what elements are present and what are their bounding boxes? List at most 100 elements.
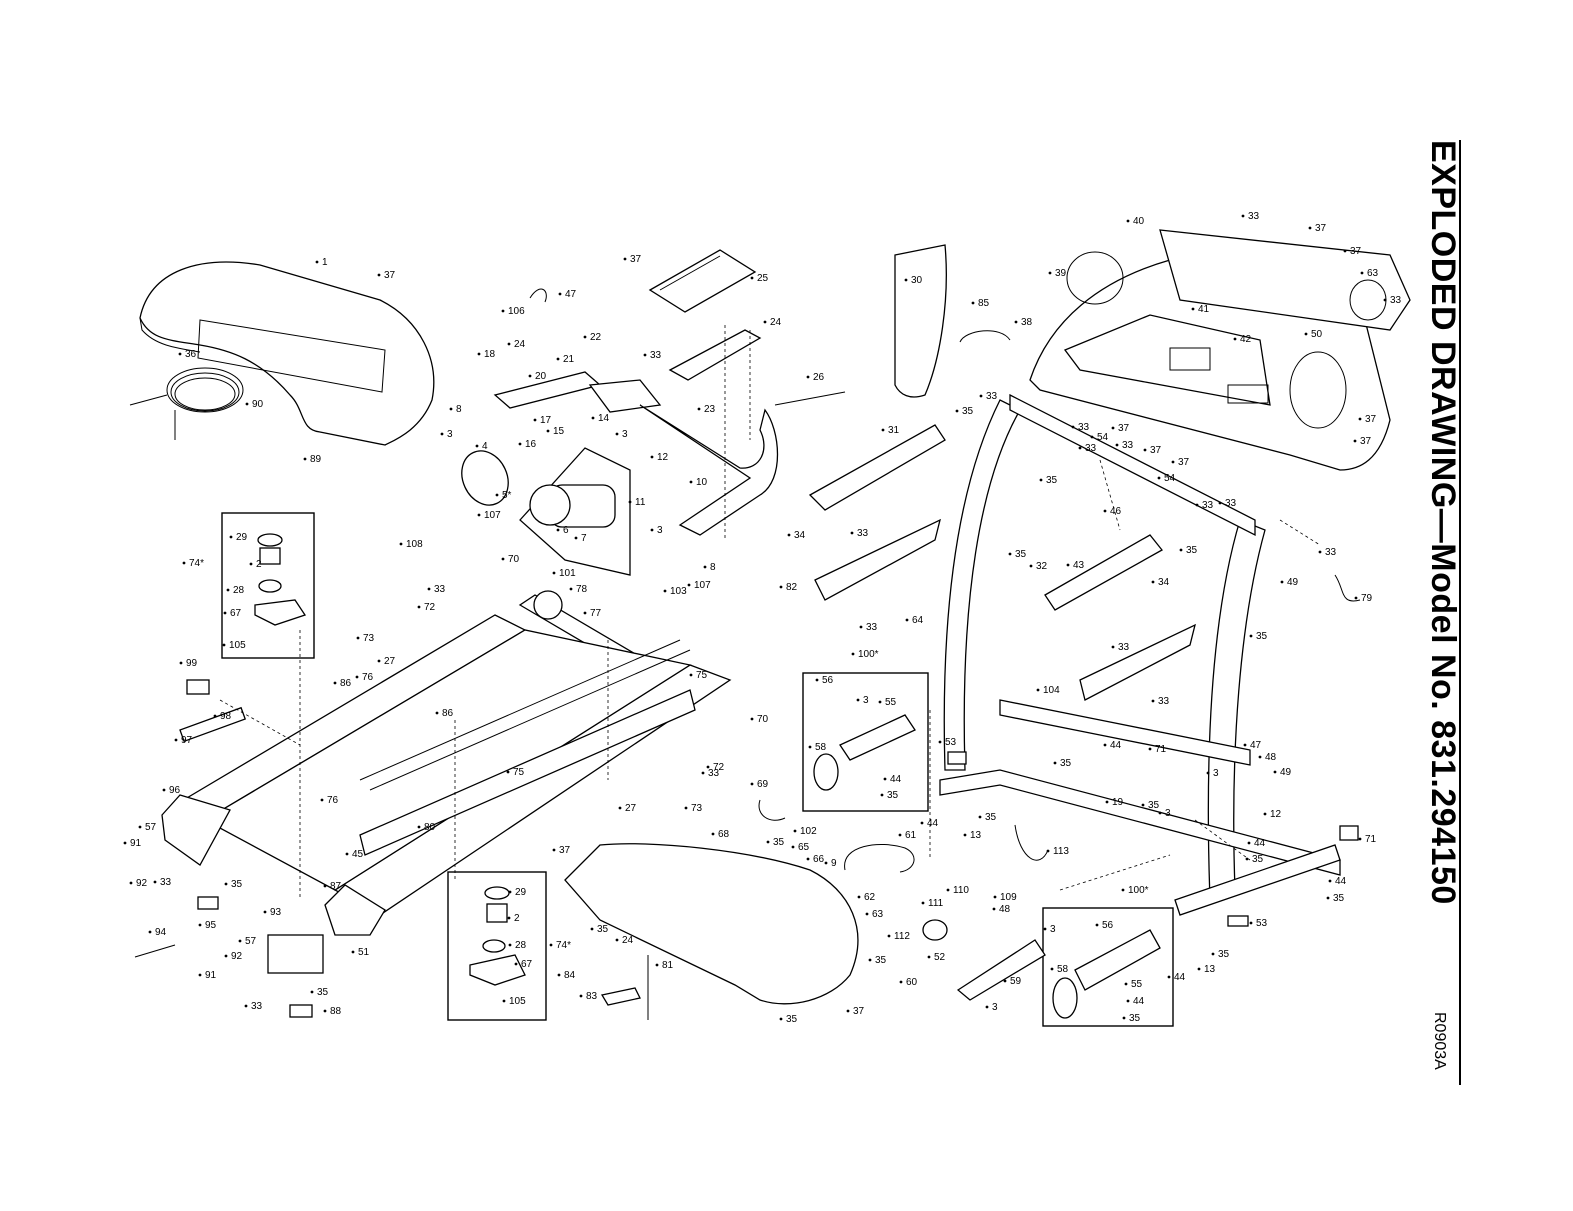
screw-icon [546, 429, 550, 433]
screw-icon [921, 901, 925, 905]
screw-icon [1328, 879, 1332, 883]
screw-icon [1191, 307, 1195, 311]
screw-icon [978, 815, 982, 819]
incline-motor-icon [956, 939, 1046, 1001]
callout-69: 69 [757, 779, 769, 790]
callout-43: 43 [1073, 560, 1085, 571]
screw-icon [129, 881, 133, 885]
plate-53b-icon [947, 751, 967, 765]
screw-icon [684, 806, 688, 810]
callout-101: 101 [559, 568, 576, 579]
callout-19: 19 [1112, 797, 1124, 808]
callout-90: 90 [252, 399, 264, 410]
callout-55a: 55 [885, 697, 897, 708]
wheel-icon [813, 714, 1161, 1019]
callout-47a: 47 [565, 289, 577, 300]
screw-icon [615, 938, 619, 942]
callout-91b: 91 [205, 970, 217, 981]
screw-icon [320, 798, 324, 802]
screw-icon [1126, 219, 1130, 223]
callout-48a: 48 [1265, 752, 1277, 763]
screw-icon [650, 455, 654, 459]
screw-icon [643, 353, 647, 357]
screw-icon [868, 958, 872, 962]
screw-icon [1039, 478, 1043, 482]
base-frame-icon [939, 699, 1341, 916]
callout-89: 89 [310, 454, 322, 465]
callout-37h: 37 [1118, 423, 1130, 434]
callout-35o: 35 [1148, 800, 1160, 811]
screw-icon [1167, 975, 1171, 979]
screw-icon [440, 432, 444, 436]
screw-icon [506, 770, 510, 774]
screw-icon [846, 1009, 850, 1013]
callout-35n: 35 [985, 812, 997, 823]
callout-30: 30 [911, 275, 923, 286]
callout-70b: 70 [757, 714, 769, 725]
screw-icon [1354, 596, 1358, 600]
callout-33a: 33 [650, 350, 662, 361]
callout-35k: 35 [1186, 545, 1198, 556]
callout-85: 85 [978, 298, 990, 309]
clip-88-icon [289, 1004, 313, 1018]
screw-icon [303, 457, 307, 461]
screw-icon [1071, 425, 1075, 429]
callout-17: 17 [540, 415, 552, 426]
callout-37g: 37 [1365, 414, 1377, 425]
callout-6: 6 [563, 525, 569, 536]
callout-102: 102 [800, 826, 817, 837]
drawing-code-container: R0903A [1426, 1012, 1448, 1092]
screw-icon [1249, 634, 1253, 638]
screw-icon [899, 980, 903, 984]
screw-icon [1360, 271, 1364, 275]
callout-33g: 33 [866, 622, 878, 633]
screw-icon [791, 845, 795, 849]
screw-icon [1157, 476, 1161, 480]
screw-icon [1090, 435, 1094, 439]
motor-hood-icon [139, 261, 435, 446]
screw-icon [435, 711, 439, 715]
callout-35p: 35 [1252, 854, 1264, 865]
callout-63b: 63 [1367, 268, 1379, 279]
screw-icon [865, 912, 869, 916]
screw-icon [1053, 761, 1057, 765]
screw-icon [533, 418, 537, 422]
screw-icon [1195, 503, 1199, 507]
screw-icon [1003, 979, 1007, 983]
callout-12a: 12 [657, 452, 669, 463]
callout-33d: 33 [160, 877, 172, 888]
screw-icon [883, 777, 887, 781]
screw-icon [615, 432, 619, 436]
callout-9: 9 [831, 858, 837, 869]
screw-icon [263, 910, 267, 914]
callout-93: 93 [270, 907, 282, 918]
callout-33h: 33 [1248, 211, 1260, 222]
screw-icon [1043, 927, 1047, 931]
screw-icon [222, 643, 226, 647]
callout-37i: 37 [1150, 445, 1162, 456]
screw-icon [1103, 743, 1107, 747]
callout-3a: 3 [447, 429, 453, 440]
screw-icon [323, 884, 327, 888]
screw-icon [508, 943, 512, 947]
callout-87: 87 [330, 881, 342, 892]
callout-107b: 107 [694, 580, 711, 591]
callout-107a: 107 [484, 510, 501, 521]
callout-47b: 47 [1250, 740, 1262, 751]
screw-icon [508, 890, 512, 894]
screw-icon [689, 480, 693, 484]
screw-icon [1280, 580, 1284, 584]
callout-33o: 33 [1225, 498, 1237, 509]
screw-icon [1171, 460, 1175, 464]
wrench-94-icon [134, 944, 176, 958]
screw-icon [1326, 896, 1330, 900]
callout-104: 104 [1043, 685, 1060, 696]
page-title: EXPLODED DRAWING—Model No. 831.294150 [1424, 140, 1462, 905]
callout-44f: 44 [1133, 996, 1145, 1007]
screw-icon [552, 848, 556, 852]
callout-12b: 12 [1270, 809, 1282, 820]
callout-33i: 33 [1390, 295, 1402, 306]
screw-icon [1122, 1016, 1126, 1020]
screw-icon [162, 788, 166, 792]
screw-icon [249, 562, 253, 566]
